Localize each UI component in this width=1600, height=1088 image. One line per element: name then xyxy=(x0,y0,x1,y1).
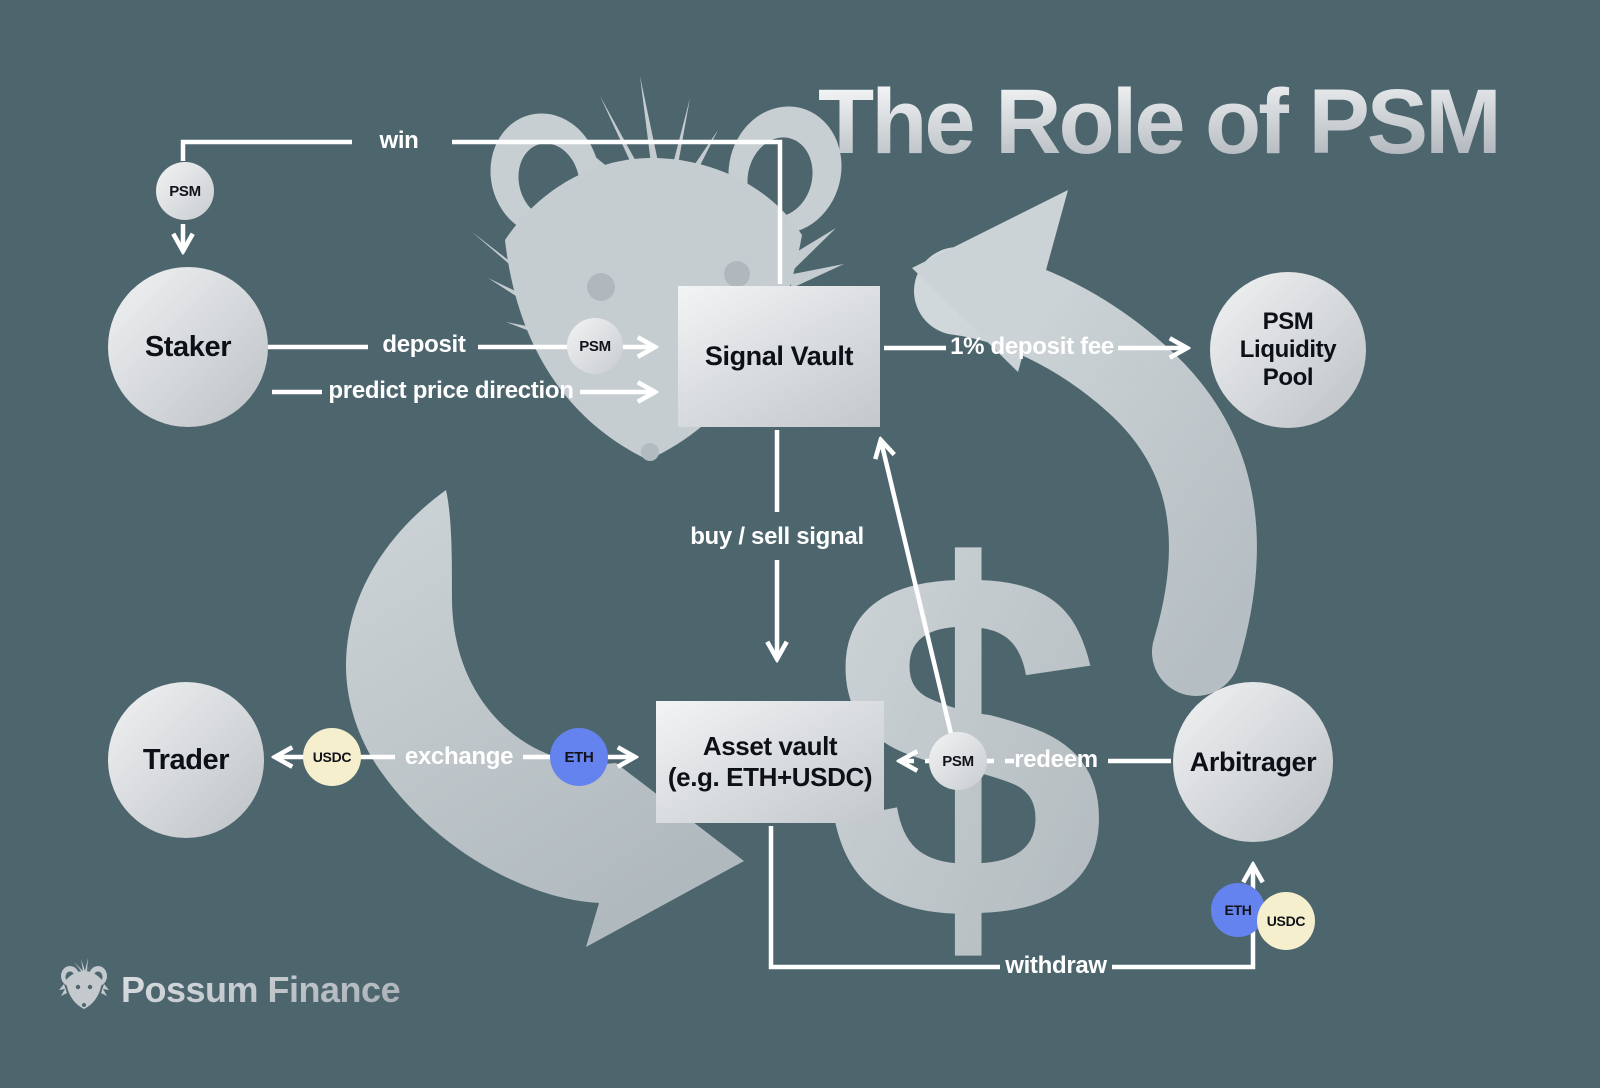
psm-coin-top: PSM xyxy=(156,162,214,220)
signal-vault-node: Signal Vault xyxy=(678,286,880,427)
exchange-label: exchange xyxy=(404,743,514,770)
win-line-left xyxy=(180,139,352,161)
staker-node: Staker xyxy=(108,267,268,427)
trader-node: Trader xyxy=(108,682,264,838)
deposit-label: deposit xyxy=(382,331,466,358)
buy-sell-signal-label: buy / sell signal xyxy=(690,523,864,550)
withdraw-label: withdraw xyxy=(1005,952,1107,979)
redeem-to-signal-arrow xyxy=(881,441,956,743)
predict-price-direction-label: predict price direction xyxy=(328,377,574,404)
deposit-fee-label: 1% deposit fee xyxy=(950,333,1114,360)
cycle-arrow-bottom-left xyxy=(345,490,744,947)
cycle-arrow-top-right xyxy=(912,190,1257,696)
signal-vault-label: Signal Vault xyxy=(704,341,854,371)
psm-liquidity-pool-node: PSM Liquidity Pool xyxy=(1210,272,1366,428)
possum-logo-icon xyxy=(59,958,109,1009)
asset-vault-label-line2: (e.g. ETH+USDC) xyxy=(667,762,873,792)
page-title: The Role of PSM xyxy=(818,71,1502,173)
eth-coin-withdraw: ETH xyxy=(1211,883,1265,937)
asset-vault-label-line1: Asset vault xyxy=(702,731,838,762)
usdc-coin-exchange: USDC xyxy=(303,728,361,786)
asset-vault-node: Asset vault (e.g. ETH+USDC) xyxy=(656,701,884,823)
redeem-label: redeem xyxy=(1014,746,1098,773)
arbitrager-node: Arbitrager xyxy=(1173,682,1333,842)
win-line-right xyxy=(452,139,783,284)
eth-coin-exchange: ETH xyxy=(550,728,608,786)
brand-name: Possum Finance xyxy=(121,969,401,1010)
connectors xyxy=(180,139,1253,970)
withdraw-line-left xyxy=(768,826,1000,970)
usdc-coin-withdraw: USDC xyxy=(1257,892,1315,950)
win-label: win xyxy=(379,127,419,154)
psm-coin-deposit: PSM xyxy=(567,318,623,374)
psm-coin-redeem: PSM xyxy=(929,732,987,790)
